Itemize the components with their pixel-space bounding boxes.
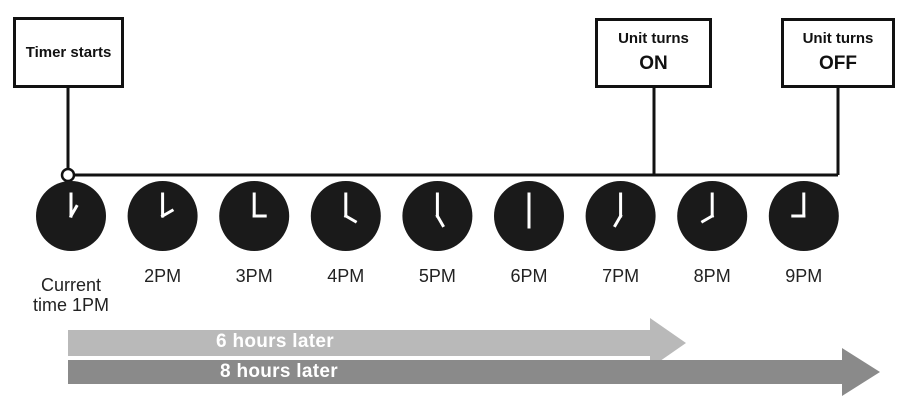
hour-hand (613, 213, 623, 228)
clock-icon (36, 181, 106, 251)
hour-hand (68, 204, 79, 219)
clock-time-label: 4PM (327, 266, 365, 286)
unit-on-box: Unit turns ON (595, 18, 712, 88)
hour-hand (160, 208, 175, 219)
clock-icon (219, 181, 290, 251)
clock-time-label: 6PM (510, 266, 548, 286)
clock-icon (585, 181, 656, 251)
clock-icon (127, 181, 198, 251)
clock-icon (494, 181, 564, 251)
six-hours-label: 6 hours later (216, 331, 334, 352)
clock-time-label: 3PM (235, 266, 273, 286)
unit-on-line1: Unit turns (618, 30, 689, 47)
hour-hand (343, 213, 358, 224)
clock-icon (677, 181, 748, 251)
unit-on-line2: ON (639, 53, 668, 74)
clock-icon (768, 181, 839, 251)
six-hours-arrow (68, 318, 686, 368)
start-marker (60, 167, 76, 183)
timer-starts-label: Timer starts (25, 43, 112, 61)
unit-off-line1: Unit turns (802, 30, 874, 47)
clock-time-label: 2PM (144, 266, 182, 286)
unit-off-box: Unit turns OFF (781, 18, 895, 88)
clock-icon (402, 181, 473, 251)
clock-time-label: 7PM (602, 266, 640, 286)
clock-row (36, 181, 839, 251)
clock-time-label: 5PM (418, 266, 456, 286)
hour-hand (435, 213, 445, 228)
timer-starts-box: Timer starts (13, 17, 124, 88)
clock-icon (310, 181, 381, 251)
eight-hours-label: 8 hours later (220, 361, 338, 382)
eight-hours-arrow (68, 348, 880, 396)
clock-time-label: 9PM (785, 266, 823, 286)
hour-hand (700, 213, 715, 224)
unit-off-line2: OFF (819, 53, 857, 74)
clock-time-label: 8PM (693, 266, 731, 286)
